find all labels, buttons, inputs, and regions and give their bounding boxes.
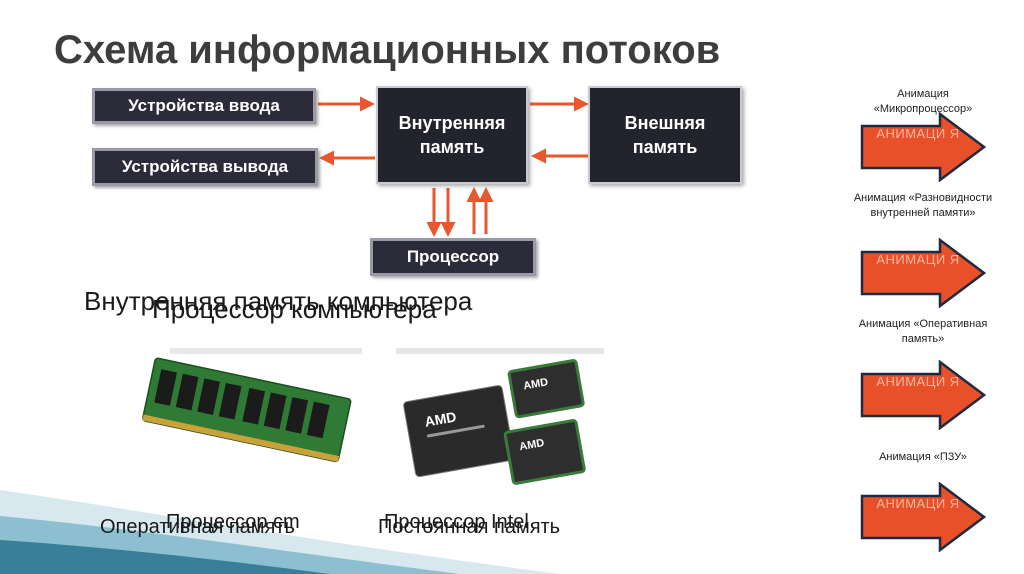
output-devices-box: Устройства вывода	[92, 148, 318, 186]
animation-button-3[interactable]: АНИМАЦИ Я	[860, 359, 987, 431]
decorative-wave	[0, 490, 560, 574]
arrow-right-icon	[860, 359, 987, 431]
animation-label-3: Анимация «Оперативная память»	[858, 318, 988, 345]
processor-box: Процессор	[370, 238, 536, 276]
heading-processor: Процессор компьютера	[152, 294, 437, 324]
animation-button-1-text: АНИМАЦИ Я	[876, 126, 960, 141]
flow-arrows	[318, 96, 589, 237]
animation-label-4: Анимация «ПЗУ»	[879, 451, 967, 463]
external-memory-box: Внешняя память	[588, 86, 742, 184]
arrow-right-icon	[860, 237, 987, 309]
chips-photo: AMD AMD AMD	[384, 348, 604, 508]
animation-button-3-text: АНИМАЦИ Я	[876, 374, 960, 389]
caption-processor-right: Процессор Intel	[384, 511, 529, 533]
chip-brand-2: AMD	[522, 376, 549, 392]
animation-label-1: Анимация «Микропроцессор»	[873, 88, 973, 115]
chip-brand-3: AMD	[518, 437, 545, 453]
animation-button-2-text: АНИМАЦИ Я	[876, 252, 960, 267]
chip-brand-1: AMD	[423, 408, 457, 429]
caption-ram: Оперативная память	[100, 516, 295, 538]
heading-internal-memory: Внутренняя память компьютера	[84, 286, 473, 316]
ram-module-photo	[130, 348, 362, 498]
arrow-right-icon	[860, 481, 987, 553]
page-title: Схема информационных потоков	[54, 28, 721, 72]
animation-button-2[interactable]: АНИМАЦИ Я	[860, 237, 987, 309]
caption-rom: Постоянная память	[378, 516, 561, 538]
input-devices-box: Устройства ввода	[92, 88, 316, 124]
animation-button-4[interactable]: АНИМАЦИ Я	[860, 481, 987, 553]
arrow-right-icon	[860, 111, 987, 183]
caption-processor-left: Процессор cm	[166, 511, 300, 533]
animation-label-2: Анимация «Разновидности внутренней памят…	[853, 192, 993, 219]
animation-button-4-text: АНИМАЦИ Я	[876, 496, 960, 511]
internal-memory-box: Внутренняя память	[376, 86, 528, 184]
animation-button-1[interactable]: АНИМАЦИ Я	[860, 111, 987, 183]
